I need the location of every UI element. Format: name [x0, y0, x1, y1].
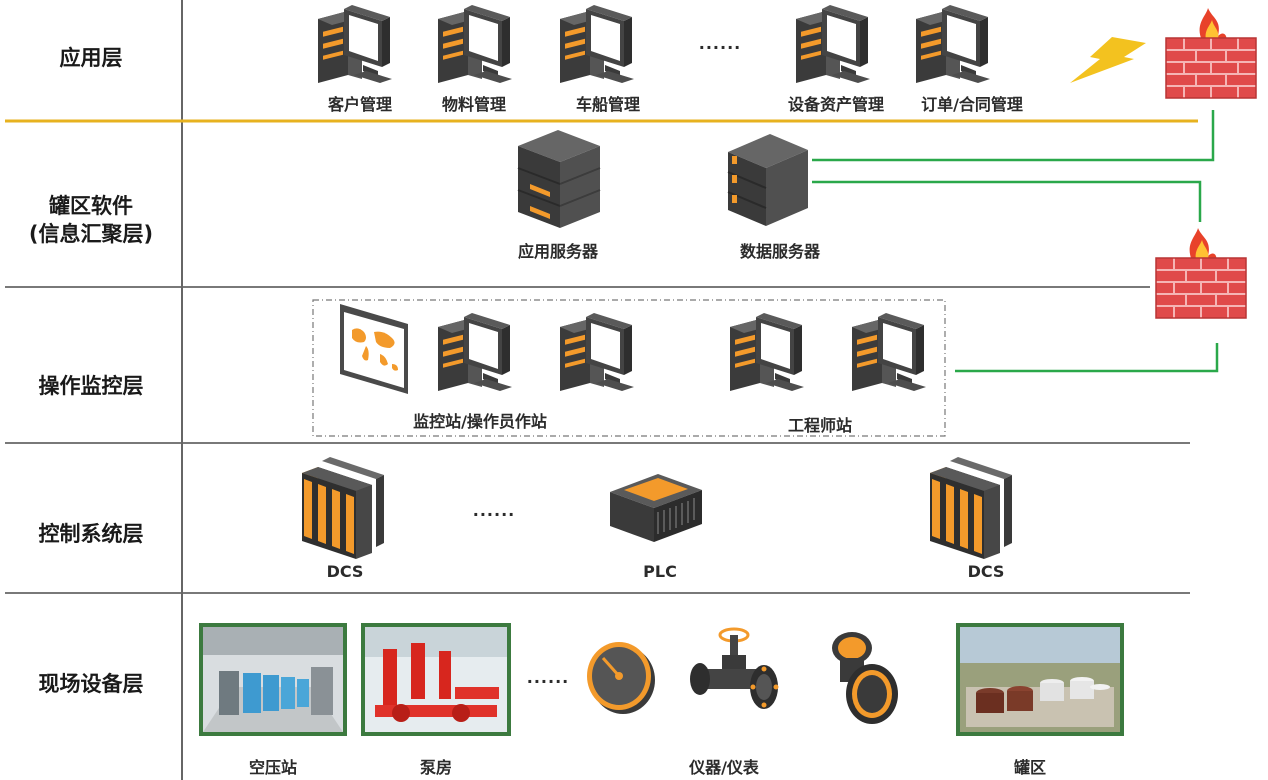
app-item-vehicle: 车船管理 — [575, 95, 641, 114]
monitor-group-label: 监控站/操作员作站 — [413, 412, 547, 431]
layer-label-operation: 操作监控层 — [38, 374, 144, 398]
app-server-label: 应用服务器 — [517, 242, 599, 261]
pc-icon-engineer-2 — [852, 313, 926, 391]
data-server-label: 数据服务器 — [739, 242, 821, 261]
firewall-icon-middle — [1155, 227, 1247, 319]
engineer-group-label: 工程师站 — [787, 416, 853, 435]
pc-icon-customer — [318, 5, 392, 83]
green-link-top — [812, 110, 1215, 162]
control-ellipsis: ...... — [472, 501, 516, 520]
layer-label-field: 现场设备层 — [38, 672, 144, 696]
data-server-icon — [727, 134, 808, 226]
pc-icon-asset — [796, 5, 870, 83]
dcs-right-label: DCS — [967, 562, 1005, 581]
pc-icon-material — [438, 5, 512, 83]
pc-icon-operator-2 — [560, 313, 634, 391]
firewall-icon-top — [1165, 7, 1257, 99]
app-item-asset: 设备资产管理 — [787, 95, 885, 114]
lightning-icon — [1070, 37, 1146, 83]
tank-area-photo — [956, 623, 1124, 736]
app-ellipsis: ...... — [698, 34, 742, 53]
layer-label-software-line1: 罐区软件 — [49, 194, 133, 218]
dcs-left-label: DCS — [326, 562, 364, 581]
layer-label-software-line2: (信息汇聚层) — [28, 222, 154, 246]
green-link-mid — [812, 180, 1202, 222]
pressure-gauge-icon — [587, 642, 655, 714]
pc-icon-operator-1 — [438, 313, 512, 391]
green-link-bottom — [955, 343, 1219, 373]
app-item-customer: 客户管理 — [327, 95, 393, 114]
plc-icon — [610, 474, 702, 542]
compressor-label: 空压站 — [248, 758, 298, 777]
app-item-order: 订单/合同管理 — [921, 95, 1023, 114]
operation-group-box — [312, 299, 946, 437]
dcs-icon-right — [930, 457, 1012, 559]
field-ellipsis: ...... — [526, 668, 570, 687]
app-server-icon — [517, 130, 601, 228]
monitor-map-icon — [340, 304, 408, 394]
valve-icon — [690, 627, 779, 709]
instruments-label: 仪器/仪表 — [689, 758, 759, 777]
dcs-icon-left — [302, 457, 384, 559]
tank-area-label: 罐区 — [1013, 758, 1047, 777]
pc-icon-engineer-1 — [730, 313, 804, 391]
compressor-station-photo — [199, 623, 347, 736]
pc-icon-order — [916, 5, 990, 83]
pc-icon-vehicle — [560, 5, 634, 83]
flowmeter-icon — [832, 632, 898, 724]
layer-label-control: 控制系统层 — [38, 522, 144, 546]
layer-label-app: 应用层 — [59, 46, 123, 70]
pump-room-label: 泵房 — [419, 758, 453, 777]
plc-label: PLC — [643, 562, 677, 581]
layer-label-software: 罐区软件 (信息汇聚层) — [0, 192, 182, 248]
pump-room-photo — [361, 623, 511, 736]
app-item-material: 物料管理 — [441, 95, 507, 114]
